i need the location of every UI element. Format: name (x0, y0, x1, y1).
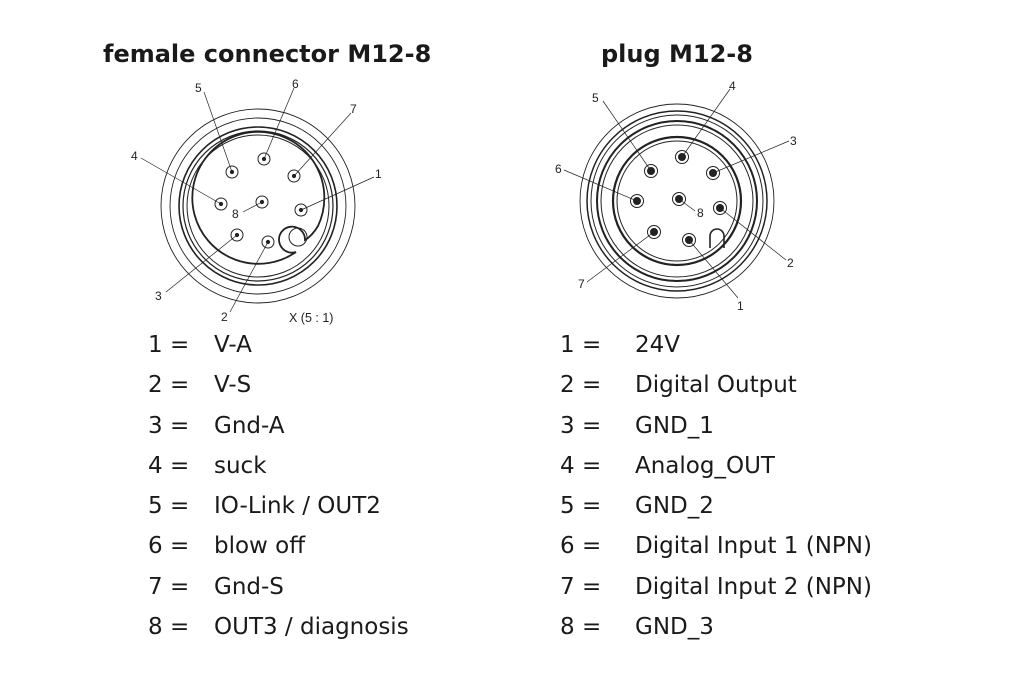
pin-signal: suck (214, 452, 267, 479)
pin-signal: Digital Output (635, 372, 797, 399)
female-pin-label-6: 6 (292, 77, 299, 91)
pin-number: 6 = (560, 533, 602, 560)
female-pin-label-8: 8 (232, 207, 239, 221)
plug-pin-contacts (630, 150, 727, 247)
pin-number: 1 = (560, 332, 602, 358)
pin-number: 8 = (560, 614, 602, 641)
female-connector-title: female connector M12-8 (103, 40, 432, 68)
pin-number: 5 = (148, 493, 190, 520)
list-item: 1 = 24V (560, 325, 960, 365)
female-pin-label-4: 4 (131, 149, 138, 163)
list-item: 3 = Gnd-A (148, 406, 478, 446)
scale-label: X (5 : 1) (289, 311, 333, 325)
list-item: 1 = V-A (148, 325, 478, 365)
plug-pin-numbers: 1 2 3 4 5 6 7 8 (555, 79, 797, 313)
female-pin-contacts (214, 152, 308, 249)
pin-signal: Gnd-S (214, 573, 284, 600)
list-item: 2 = V-S (148, 365, 478, 405)
list-item: 4 = Analog_OUT (560, 446, 960, 486)
plug-pin-label-8: 8 (697, 206, 704, 220)
female-pin-label-1: 1 (375, 167, 382, 181)
female-leader-lines (140, 87, 375, 313)
pin-signal: IO-Link / OUT2 (214, 493, 381, 520)
female-pin-label-3: 3 (155, 289, 162, 303)
list-item: 8 = OUT3 / diagnosis (148, 607, 478, 647)
plug-pin-label-6: 6 (555, 162, 562, 176)
plug-title: plug M12-8 (601, 40, 753, 68)
plug-pin-label-1: 1 (737, 299, 744, 313)
female-pin-label-2: 2 (221, 310, 228, 324)
pin-signal: 24V (635, 332, 681, 358)
plug-pin-label-4: 4 (729, 79, 736, 93)
female-pin-label-7: 7 (350, 102, 357, 116)
pin-number: 3 = (148, 412, 190, 439)
list-item: 6 = Digital Input 1 (NPN) (560, 526, 960, 566)
pin-number: 4 = (148, 452, 190, 479)
pin-signal: GND_1 (635, 412, 714, 439)
pin-signal: GND_3 (635, 614, 714, 641)
list-item: 2 = Digital Output (560, 365, 960, 405)
pin-signal: blow off (214, 533, 306, 560)
pin-signal: Gnd-A (214, 412, 285, 439)
pin-number: 3 = (560, 412, 602, 439)
pin-signal: OUT3 / diagnosis (214, 614, 409, 641)
plug-diagram (563, 88, 790, 299)
list-item: 5 = IO-Link / OUT2 (148, 486, 478, 526)
plug-leader-lines (563, 88, 790, 299)
plug-pin-label-5: 5 (592, 91, 599, 105)
pin-number: 2 = (148, 372, 190, 399)
list-item: 7 = Digital Input 2 (NPN) (560, 567, 960, 607)
pin-number: 7 = (148, 573, 190, 600)
plug-pin-label-2: 2 (787, 256, 794, 270)
female-pin-numbers: 1 2 3 4 5 6 7 8 (131, 77, 382, 324)
plug-pin-assignment-list: 1 = 24V 2 = Digital Output 3 = GND_1 4 = Ana… (560, 325, 960, 647)
list-item: 5 = GND_2 (560, 486, 960, 526)
list-item: 6 = blow off (148, 526, 478, 566)
pin-signal: Analog_OUT (635, 452, 775, 479)
pin-signal: GND_2 (635, 493, 714, 520)
list-item: 3 = GND_1 (560, 406, 960, 446)
plug-pin-label-3: 3 (790, 134, 797, 148)
female-pin-assignment-list: 1 = V-A 2 = V-S 3 = Gnd-A 4 = suck 5 = IO-Lin… (148, 325, 478, 647)
pin-signal: V-A (214, 332, 252, 358)
list-item: 4 = suck (148, 446, 478, 486)
list-item: 8 = GND_3 (560, 607, 960, 647)
pin-number: 5 = (560, 493, 602, 520)
pin-number: 6 = (148, 533, 190, 560)
pin-number: 7 = (560, 573, 602, 600)
pin-number: 2 = (560, 372, 602, 399)
pin-signal: Digital Input 1 (NPN) (635, 533, 872, 560)
list-item: 7 = Gnd-S (148, 567, 478, 607)
plug-pin-label-7: 7 (578, 277, 585, 291)
female-pin-label-5: 5 (195, 81, 202, 95)
female-connector-diagram (140, 87, 375, 313)
pin-number: 8 = (148, 614, 190, 641)
pin-signal: Digital Input 2 (NPN) (635, 573, 872, 600)
pin-number: 4 = (560, 452, 602, 479)
pin-number: 1 = (148, 332, 190, 358)
pin-signal: V-S (214, 372, 252, 399)
